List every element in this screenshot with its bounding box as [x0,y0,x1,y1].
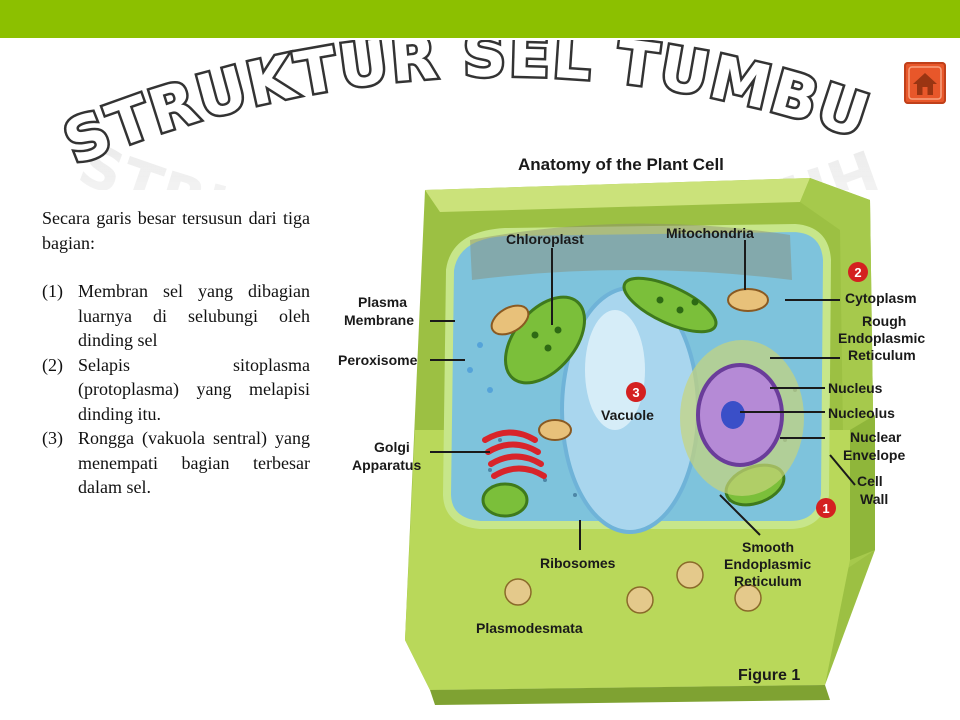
list-item-number: (1) [42,281,63,301]
label-smooth-er-1: Smooth [742,539,794,555]
label-nucleus: Nucleus [828,380,883,396]
diagram-heading: Anatomy of the Plant Cell [518,155,724,174]
mitochondria-shapes [490,288,769,441]
top-bar [0,0,960,38]
label-chloroplast: Chloroplast [506,231,584,247]
marker-3: 3 [626,382,646,402]
list-item-text: Membran sel yang dibagian luarnya di sel… [78,281,310,350]
marker-1: 1 [816,498,836,518]
label-mitochondria: Mitochondria [666,225,754,241]
svg-text:1: 1 [822,501,829,516]
label-plasma-membrane-2: Membrane [344,312,414,328]
label-cell-wall-2: Wall [860,491,888,507]
label-ribosomes: Ribosomes [540,555,616,571]
svg-text:2: 2 [854,265,861,280]
parts-list: (1) Membran sel yang dibagian luarnya di … [42,279,310,500]
description-text: Secara garis besar tersusun dari tiga ba… [42,206,310,500]
label-cytoplasm: Cytoplasm [845,290,917,306]
label-nuclear-envelope-2: Envelope [843,447,905,463]
home-button[interactable] [904,62,946,104]
label-cell-wall-1: Cell [857,473,883,489]
label-vacuole: Vacuole [601,407,654,423]
label-golgi-1: Golgi [374,439,410,455]
label-nuclear-envelope-1: Nuclear [850,429,902,445]
label-smooth-er-2: Endoplasmic [724,556,811,572]
list-item-number: (2) [42,354,63,375]
label-rough-er-2: Endoplasmic [838,330,925,346]
label-nucleolus: Nucleolus [828,405,895,421]
svg-text:3: 3 [632,385,639,400]
label-peroxisome: Peroxisome [338,352,418,368]
plant-cell-diagram: Anatomy of the Plant Cell [338,155,925,705]
list-item-number: (3) [42,428,63,448]
label-rough-er-3: Reticulum [848,347,916,363]
list-item-text: Selapis sitoplasma (protoplasma) yang me… [78,354,310,424]
label-plasma-membrane-1: Plasma [358,294,407,310]
label-rough-er-1: Rough [862,313,906,329]
list-item: (2) Selapis sitoplasma (protoplasma) yang… [42,353,310,427]
marker-2: 2 [848,262,868,282]
intro-text: Secara garis besar tersusun dari tiga ba… [42,208,310,253]
home-icon [908,66,942,100]
slide-title: STRUKTUR SEL TUMBUHAN STRUKTUR SEL TUMBU… [60,40,880,190]
list-item: (3) Rongga (vakuola sentral) yang menempa… [42,426,310,500]
diagram-labels: Chloroplast Mitochondria Cytoplasm Rough… [338,225,925,636]
cytoplasm-shadow [470,223,792,280]
figure-label: Figure 1 [738,667,800,684]
list-item-text: Rongga (vakuola sentral) yang menempati … [78,428,310,497]
label-smooth-er-3: Reticulum [734,573,802,589]
list-item: (1) Membran sel yang dibagian luarnya di … [42,279,310,353]
golgi-shape [482,429,547,479]
plasmodesmata-shapes [504,561,762,614]
label-plasmodesmata: Plasmodesmata [476,620,583,636]
leader-lines [430,240,856,550]
nucleus-shape [680,340,804,496]
label-golgi-2: Apparatus [352,457,421,473]
